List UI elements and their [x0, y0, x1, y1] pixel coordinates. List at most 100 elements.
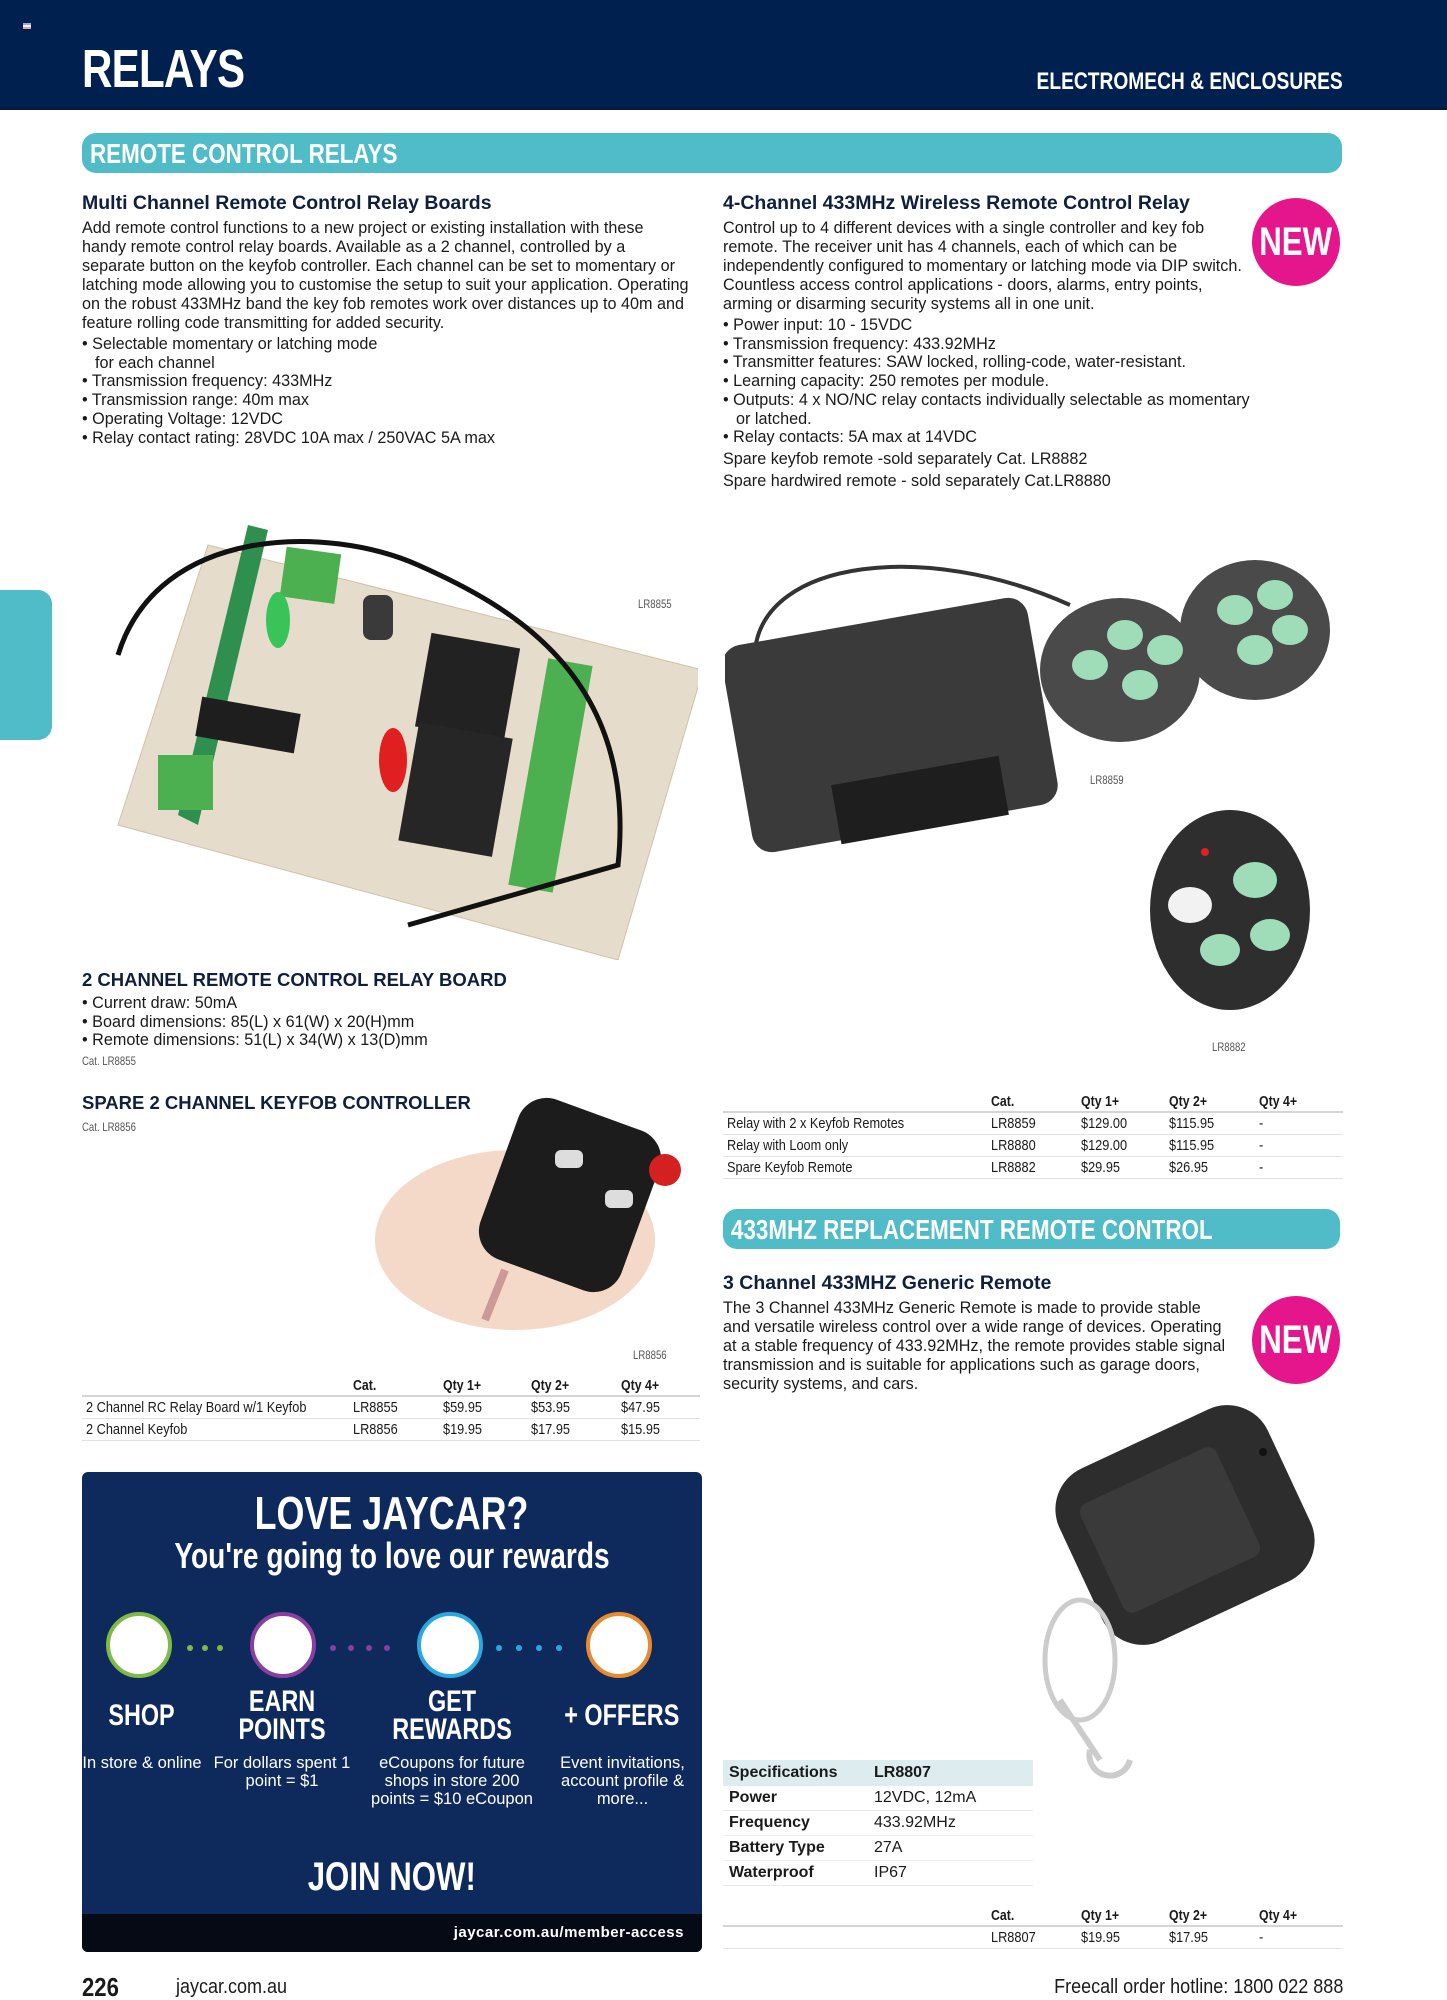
table-header-row: Cat. Qty 1+ Qty 2+ Qty 4+ — [723, 1092, 1343, 1113]
product-heading: Multi Channel Remote Control Relay Board… — [82, 192, 492, 214]
column-header: Qty 4+ — [617, 1376, 700, 1397]
product-name-cell: 2 Channel RC Relay Board w/1 Keyfob — [82, 1396, 350, 1419]
column-header: Qty 1+ — [439, 1376, 528, 1397]
spec-value: IP67 — [868, 1860, 1033, 1886]
rewards-circle-icon — [417, 1612, 483, 1678]
price-table: Cat. Qty 1+ Qty 2+ Qty 4+ Relay with 2 x… — [723, 1092, 1343, 1179]
step-text: Event invitations, account profile & mor… — [560, 1754, 685, 1808]
spec-header: Specifications — [723, 1760, 868, 1786]
member-access-link[interactable]: jaycar.com.au/member-access — [82, 1914, 702, 1952]
dot-icon — [202, 1645, 208, 1651]
spec-item: Board dimensions: 85(L) x 61(W) x 20(H)m… — [82, 1013, 682, 1032]
cat-number: Cat. LR8855 — [82, 1054, 136, 1068]
product-name-cell — [723, 1926, 987, 1949]
side-index-tab[interactable] — [0, 590, 52, 740]
table-row[interactable]: 2 Channel RC Relay Board w/1 Keyfob LR88… — [82, 1396, 700, 1419]
table-row[interactable]: Spare Keyfob Remote LR8882 $29.95 $26.95… — [723, 1156, 1343, 1179]
site-link[interactable]: jaycar.com.au — [176, 1976, 288, 1998]
table-row[interactable]: 2 Channel Keyfob LR8856 $19.95 $17.95 $1… — [82, 1418, 700, 1441]
price-cell: - — [1255, 1156, 1343, 1179]
cat-cell: LR8882 — [987, 1156, 1077, 1179]
cat-cell: LR8856 — [349, 1418, 440, 1441]
column-header — [723, 1092, 987, 1113]
rewards-subtitle: You're going to love our rewards — [174, 1535, 610, 1576]
step-text: In store & online — [82, 1754, 202, 1772]
offers-circle-icon — [586, 1612, 652, 1678]
spec-row: Frequency 433.92MHz — [723, 1810, 1033, 1836]
price-cell: - — [1255, 1134, 1343, 1157]
column-header: Qty 2+ — [1165, 1092, 1255, 1113]
table-row[interactable]: Relay with 2 x Keyfob Remotes LR8859 $12… — [723, 1112, 1343, 1135]
dot-icon — [187, 1645, 193, 1651]
price-table: Cat. Qty 1+ Qty 2+ Qty 4+ LR8807 $19.95 … — [723, 1906, 1343, 1949]
feature-item: Outputs: 4 x NO/NC relay contacts indivi… — [723, 391, 1253, 428]
section-banner-label: 433MHZ REPLACEMENT REMOTE CONTROL — [731, 1214, 1213, 1245]
new-badge: NEW — [1252, 198, 1340, 286]
price-cell: - — [1255, 1926, 1343, 1949]
cat-cell: LR8807 — [987, 1926, 1077, 1949]
price-cell: $129.00 — [1077, 1112, 1165, 1135]
step-title: GET REWARDS — [392, 1685, 512, 1746]
feature-list: Selectable momentary or latching mode fo… — [82, 335, 382, 372]
step-title: + OFFERS — [564, 1699, 680, 1732]
price-cell: $15.95 — [617, 1418, 700, 1441]
section-banner-replacement-remote: 433MHZ REPLACEMENT REMOTE CONTROL — [723, 1209, 1340, 1249]
shop-circle-icon — [106, 1612, 172, 1678]
spec-row: Battery Type 27A — [723, 1835, 1033, 1861]
table-header-row: Cat. Qty 1+ Qty 2+ Qty 4+ — [82, 1376, 700, 1397]
spec-value: 12VDC, 12mA — [868, 1786, 1033, 1811]
price-cell: $17.95 — [527, 1418, 618, 1441]
column-header — [723, 1906, 987, 1927]
dot-icon — [330, 1645, 336, 1651]
column-header: Cat. — [349, 1376, 440, 1397]
column-header: Qty 4+ — [1255, 1906, 1343, 1927]
product-name-cell: Spare Keyfob Remote — [723, 1156, 987, 1179]
product-description-block: Add remote control functions to a new pr… — [82, 219, 692, 447]
product-name-cell: 2 Channel Keyfob — [82, 1418, 350, 1441]
image-label: LR8859 — [1090, 773, 1124, 787]
rewards-promo-panel[interactable]: LOVE JAYCAR? You're going to love our re… — [82, 1472, 702, 1952]
order-hotline: Freecall order hotline: 1800 022 888 — [1053, 1976, 1343, 1998]
price-cell: $17.95 — [1165, 1926, 1255, 1949]
price-table: Cat. Qty 1+ Qty 2+ Qty 4+ 2 Channel RC R… — [82, 1376, 700, 1441]
product-heading: 3 Channel 433MHZ Generic Remote — [723, 1272, 1052, 1294]
price-cell: $26.95 — [1165, 1156, 1255, 1179]
product-description: Control up to 4 different devices with a… — [723, 219, 1242, 313]
column-header: Qty 1+ — [1077, 1092, 1165, 1113]
table-row[interactable]: Relay with Loom only LR8880 $129.00 $115… — [723, 1134, 1343, 1157]
category-title: ELECTROMECH & ENCLOSURES — [1036, 68, 1343, 95]
product-name-cell: Relay with 2 x Keyfob Remotes — [723, 1112, 987, 1135]
price-cell: $129.00 — [1077, 1134, 1165, 1157]
image-label: LR8855 — [638, 597, 672, 611]
column-header: Qty 2+ — [1165, 1906, 1255, 1927]
product-subheading: SPARE 2 CHANNEL KEYFOB CONTROLLER — [82, 1092, 471, 1113]
dot-icon — [516, 1645, 522, 1651]
page-header: RELAYS ELECTROMECH & ENCLOSURES — [0, 0, 1447, 110]
price-cell: $59.95 — [439, 1396, 528, 1419]
price-cell: $115.95 — [1165, 1112, 1255, 1135]
column-header: Cat. — [987, 1092, 1077, 1113]
step-title: SHOP — [108, 1699, 176, 1732]
feature-item: Transmission frequency: 433MHz — [82, 372, 692, 391]
column-header: Qty 1+ — [1077, 1906, 1165, 1927]
flag-icon — [23, 23, 31, 30]
spec-header-row: Specifications LR8807 — [723, 1760, 1033, 1786]
spec-header: LR8807 — [868, 1760, 1033, 1786]
feature-item: Relay contact rating: 28VDC 10A max / 25… — [82, 429, 692, 448]
feature-list: Transmission frequency: 433MHz Transmiss… — [82, 372, 692, 447]
join-now-button[interactable]: JOIN NOW! — [307, 1855, 477, 1899]
price-cell: $47.95 — [617, 1396, 700, 1419]
note: Spare keyfob remote -sold separately Cat… — [723, 449, 1088, 468]
dot-icon — [366, 1645, 372, 1651]
dot-icon — [536, 1645, 542, 1651]
image-label: LR8882 — [1212, 1040, 1246, 1054]
price-cell: $29.95 — [1077, 1156, 1165, 1179]
spec-value: 433.92MHz — [868, 1810, 1033, 1836]
product-heading: 4-Channel 433MHz Wireless Remote Control… — [723, 192, 1190, 214]
product-description: The 3 Channel 433MHz Generic Remote is m… — [723, 1299, 1226, 1393]
spec-key: Frequency — [723, 1810, 868, 1836]
table-row[interactable]: LR8807 $19.95 $17.95 - — [723, 1926, 1343, 1949]
dot-icon — [496, 1645, 502, 1651]
feature-list: Power input: 10 - 15VDC Transmission fre… — [723, 316, 1253, 447]
board-spec-list: Current draw: 50mA Board dimensions: 85(… — [82, 994, 682, 1050]
